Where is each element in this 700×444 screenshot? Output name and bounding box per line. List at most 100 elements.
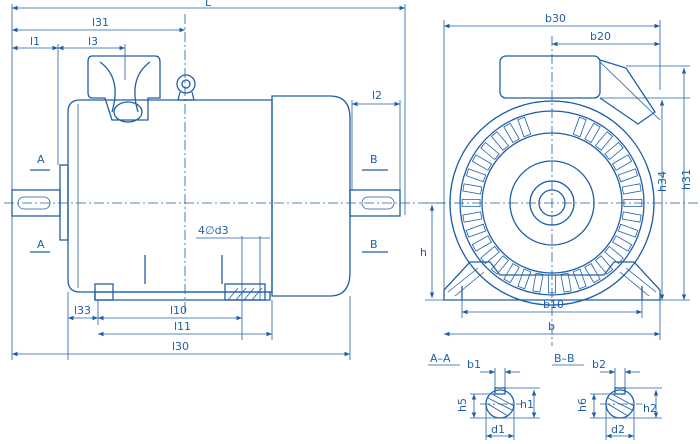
terminal-box-gland-right (134, 61, 151, 113)
cooling-fin (617, 168, 639, 183)
shaft-end-circle (538, 189, 566, 217)
dim-label-b20: b20 (590, 30, 611, 43)
dim-label-l1: l1 (30, 35, 40, 48)
terminal-box-gland-left (99, 61, 116, 113)
cooling-fin (503, 122, 520, 144)
dim-label-l33: l33 (74, 304, 91, 317)
section-a-top-label: A (37, 153, 45, 166)
hatch-1 (227, 287, 239, 301)
cooling-fin (462, 211, 483, 223)
cooling-fin (611, 154, 633, 171)
lifting-eye-inner (181, 79, 191, 89)
cooling-fin (465, 168, 487, 183)
cooling-fin (517, 116, 532, 138)
cooling-fin (584, 122, 601, 144)
section-bb-hatch-3 (611, 393, 635, 407)
front-flange (59, 164, 69, 241)
end-shield-circle (509, 160, 595, 246)
cooling-fin (490, 131, 510, 151)
dim-label-h2: h2 (643, 402, 657, 415)
front-view: b30 b20 h34 h31 (420, 12, 693, 346)
dim-label-b30: b30 (545, 12, 566, 25)
foot-rib-right-1 (625, 267, 657, 293)
dim-label-l10: l10 (170, 304, 187, 317)
terminal-box (87, 55, 161, 121)
dim-label-d1: d1 (491, 423, 505, 436)
cooling-fin (490, 255, 510, 275)
front-terminal-box-side (599, 59, 656, 125)
lifting-eye-leg-l (177, 91, 181, 101)
section-bb-title: B–B (554, 352, 575, 365)
front-terminal-box (499, 55, 601, 99)
cooling-fin (532, 272, 544, 293)
cooling-fin (611, 235, 633, 252)
section-aa-hatch-2 (487, 403, 509, 417)
dim-label-b: b (548, 320, 555, 333)
section-aa-hatch-3 (491, 393, 515, 407)
cooling-fin (471, 154, 493, 171)
cooling-fin (465, 223, 487, 238)
cooling-fin (480, 245, 500, 265)
section-a-bottom-label: A (37, 238, 45, 251)
hatch-2 (235, 287, 247, 301)
dim-label-h6: h6 (576, 398, 589, 412)
dim-label-l2: l2 (372, 89, 382, 102)
cooling-fins (461, 116, 643, 294)
dim-label-l11: l11 (174, 320, 191, 333)
cooling-fin (604, 245, 624, 265)
dim-label-b10: b10 (543, 298, 564, 311)
cooling-fin (621, 183, 642, 195)
cooling-fin (461, 199, 481, 207)
cooling-fin (572, 268, 587, 290)
dim-label-h5: h5 (456, 398, 469, 412)
housing-outer-circle (449, 100, 655, 306)
dim-label-h: h (420, 246, 427, 259)
cooling-fin (617, 223, 639, 238)
section-b-b: B–B b2 h6 h2 d2 (552, 352, 662, 440)
cooling-fin (517, 268, 532, 290)
terminal-box-leader (599, 61, 661, 121)
cooling-fin (584, 262, 601, 284)
motor-frame (67, 99, 273, 293)
dim-label-l31: l31 (92, 16, 109, 29)
cooling-fin (594, 131, 614, 151)
foot-rib-left-2 (454, 271, 485, 297)
section-bb-keyway (614, 387, 626, 395)
hatch-3 (243, 287, 255, 301)
cooling-fin (560, 272, 572, 293)
rear-shaft (349, 189, 401, 217)
motor-foot (94, 291, 271, 301)
dim-label-d2: d2 (611, 423, 625, 436)
bearing-cap-circle (529, 180, 575, 226)
housing-inner-circle (481, 132, 623, 274)
cooling-fin (471, 235, 493, 252)
section-b-bottom-label: B (370, 238, 378, 251)
dim-label-h1: h1 (520, 398, 534, 411)
cooling-fin (462, 183, 483, 195)
cooling-fin (623, 199, 643, 207)
cooling-fin (621, 211, 642, 223)
foot-rib-left-1 (447, 267, 479, 293)
fan-cover (271, 95, 351, 297)
cable-entry (113, 101, 143, 123)
dim-label-h31: h31 (680, 169, 693, 190)
foot-pad-left (94, 283, 114, 301)
dim-label-l30: l30 (172, 340, 189, 353)
lifting-eye-outer (176, 74, 196, 94)
dim-label-b1: b1 (467, 358, 481, 371)
cooling-fin (503, 262, 520, 284)
section-bb-hatch-2 (607, 403, 629, 417)
cooling-fin (480, 141, 500, 161)
section-b-top-label: B (370, 153, 378, 166)
section-aa-keyway (494, 387, 506, 395)
dim-label-L: L (205, 0, 212, 9)
cooling-fin (604, 141, 624, 161)
lifting-eye-leg-r (191, 91, 195, 101)
foot-rib-right-2 (619, 271, 650, 297)
dim-label-l3: l3 (88, 35, 98, 48)
hatch-4 (251, 287, 263, 301)
section-a-a: A–A b1 h5 h1 d1 (428, 352, 540, 440)
dim-label-b2: b2 (592, 358, 606, 371)
shaft-key-b (361, 196, 395, 210)
